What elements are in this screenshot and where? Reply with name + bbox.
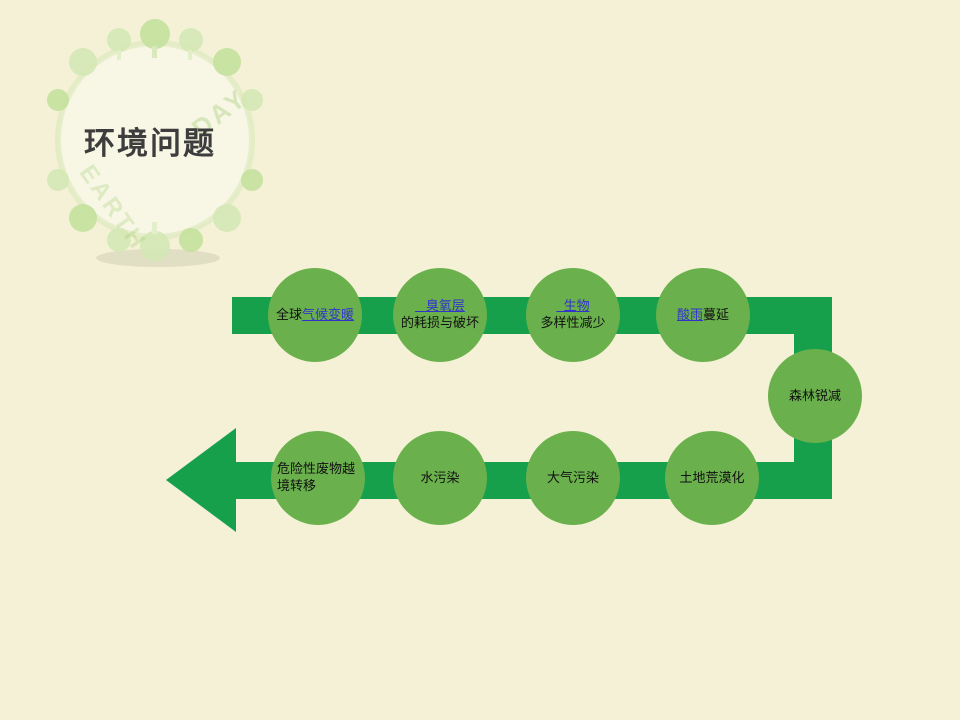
node-text-plain: 蔓延 (703, 306, 730, 322)
ozone-layer-link[interactable]: 臭氧层 (415, 298, 465, 314)
node-text: 土地荒漠化 (679, 469, 745, 485)
climate-warming-link[interactable]: 气候变暖 (302, 306, 355, 322)
node-water-pollution: 水污染 (393, 431, 487, 525)
node-biodiversity-loss: 生物 多样性减少 (526, 268, 620, 362)
acid-rain-link[interactable]: 酸雨 (676, 306, 703, 322)
node-text-plain: 全球 (275, 306, 302, 322)
node-text: 大气污染 (546, 469, 599, 485)
node-hazardous-waste: 危险性废物越境转移 (271, 431, 365, 525)
node-forest-decline: 森林锐减 (768, 349, 862, 443)
node-acid-rain: 酸雨蔓延 (656, 268, 750, 362)
page-title: 环境问题 (84, 126, 216, 161)
node-desertification: 土地荒漠化 (665, 431, 759, 525)
arrow-head-icon (166, 428, 236, 532)
earth-day-globe-icon (47, 19, 263, 267)
node-text: 水污染 (420, 469, 460, 485)
node-text: 危险性废物越境转移 (277, 461, 356, 493)
earth-day-logo: EARTH DAY (18, 10, 298, 280)
node-text-plain: 的耗损与破坏 (400, 315, 479, 330)
node-text: 森林锐减 (788, 387, 841, 403)
biodiversity-link[interactable]: 生物 (556, 298, 590, 314)
node-air-pollution: 大气污染 (526, 431, 620, 525)
node-global-climate-warming: 全球气候变暖 (268, 268, 362, 362)
node-text-plain: 多样性减少 (540, 315, 606, 330)
node-ozone-depletion: 臭氧层 的耗损与破坏 (393, 268, 487, 362)
